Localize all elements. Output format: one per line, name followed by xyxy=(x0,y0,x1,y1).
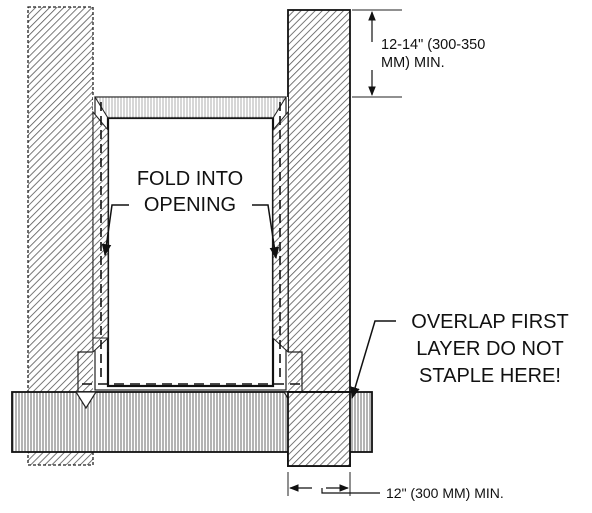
left-corner-triangle xyxy=(74,391,98,410)
top-clearance-label-line2: MM) MIN. xyxy=(381,55,445,71)
overlap-label-line3: STAPLE HERE! xyxy=(419,365,561,387)
fold-left-leader xyxy=(101,204,129,257)
top-clearance-label-line1: 12-14" (300-350 xyxy=(381,37,485,53)
fold-label-line1: FOLD INTO xyxy=(137,168,243,190)
top-clearance-dimension xyxy=(352,9,402,98)
bottom-clearance-dimension xyxy=(287,472,380,496)
fold-label-line2: OPENING xyxy=(144,194,236,216)
overlap-label-line1: OVERLAP FIRST xyxy=(411,311,568,333)
overlap-leader xyxy=(350,320,396,400)
bottom-clearance-label: 12" (300 MM) MIN. xyxy=(386,485,504,501)
fold-right-leader xyxy=(252,204,280,260)
right-jamb-overlap xyxy=(287,391,351,467)
window-opening xyxy=(93,96,288,392)
overlap-label-line2: LAYER DO NOT xyxy=(416,338,563,360)
